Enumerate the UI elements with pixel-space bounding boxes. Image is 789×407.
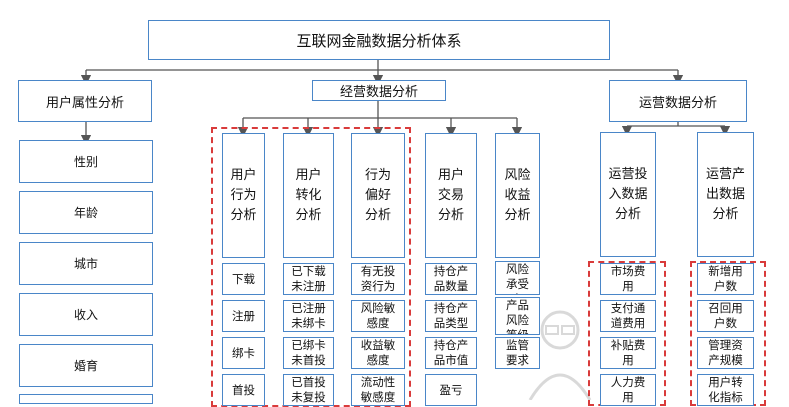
- operation-output-item: 管理资 产规模: [697, 337, 754, 369]
- conversion-item: 已下载 未注册: [283, 263, 334, 295]
- category-operation-input: 运营投 入数据 分析: [600, 132, 656, 257]
- behavior-item: 下载: [222, 263, 265, 295]
- root-title: 互联网金融数据分析体系: [148, 20, 610, 60]
- category-behavior-preference: 行为 偏好 分析: [351, 133, 405, 258]
- preference-item: 风险敏 感度: [351, 300, 405, 332]
- operation-input-item: 市场费 用: [600, 263, 656, 295]
- operation-input-item: 支付通 道费用: [600, 300, 656, 332]
- trading-item: 持仓产 品市值: [425, 337, 477, 369]
- user-attr-item: 性别: [19, 140, 153, 183]
- user-attr-item: 城市: [19, 242, 153, 285]
- user-attr-item: 年龄: [19, 191, 153, 234]
- watermark-portrait-icon: [520, 300, 600, 400]
- category-risk-return: 风险 收益 分析: [495, 133, 540, 258]
- conversion-item: 已绑卡 未首投: [283, 337, 334, 369]
- behavior-item: 绑卡: [222, 337, 265, 369]
- category-user-conversion: 用户 转化 分析: [283, 133, 334, 258]
- behavior-item: 注册: [222, 300, 265, 332]
- preference-item: 有无投 资行为: [351, 263, 405, 295]
- trading-item: 盈亏: [425, 374, 477, 406]
- behavior-item: 首投: [222, 374, 265, 406]
- operation-input-item: 人力费 用: [600, 374, 656, 406]
- preference-item: 收益敏 感度: [351, 337, 405, 369]
- conversion-item: 已注册 未绑卡: [283, 300, 334, 332]
- category-user-behavior: 用户 行为 分析: [222, 133, 265, 258]
- branch-operation: 运营数据分析: [609, 80, 747, 122]
- conversion-item: 已首投 未复投: [283, 374, 334, 406]
- category-user-trading: 用户 交易 分析: [425, 133, 477, 258]
- risk-item: 风险 承受 力: [495, 261, 540, 295]
- category-operation-output: 运营产 出数据 分析: [697, 132, 754, 257]
- branch-user-attribute: 用户属性分析: [18, 80, 152, 122]
- user-attr-item: 收入: [19, 293, 153, 336]
- branch-business: 经营数据分析: [312, 80, 446, 101]
- user-attr-item: [19, 394, 153, 404]
- operation-output-item: 新增用 户数: [697, 263, 754, 295]
- trading-item: 持仓产 品数量: [425, 263, 477, 295]
- operation-output-item: 召回用 户数: [697, 300, 754, 332]
- operation-input-item: 补贴费 用: [600, 337, 656, 369]
- operation-output-item: 用户转 化指标: [697, 374, 754, 406]
- trading-item: 持仓产 品类型: [425, 300, 477, 332]
- user-attr-item: 婚育: [19, 344, 153, 387]
- preference-item: 流动性 敏感度: [351, 374, 405, 406]
